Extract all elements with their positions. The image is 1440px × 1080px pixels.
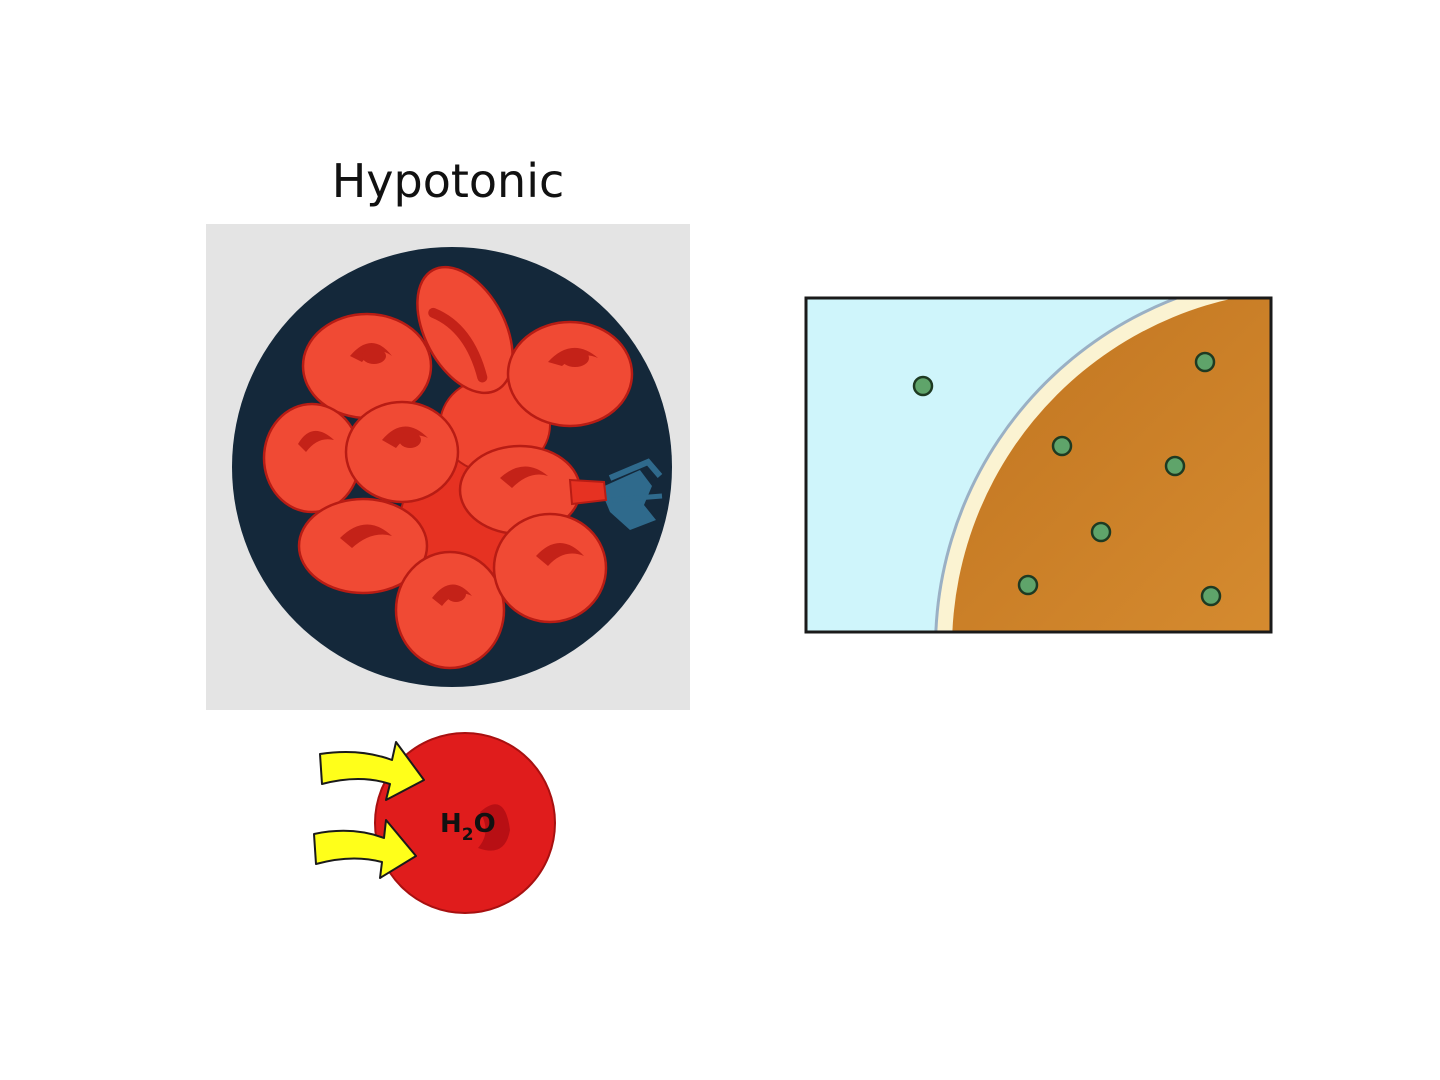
particle-icon xyxy=(912,375,934,397)
red-blood-cell-icon xyxy=(416,265,514,395)
water-label: H2O xyxy=(440,809,496,845)
closeup-frame xyxy=(804,296,1273,634)
hypotonic-title: Hypotonic xyxy=(331,154,565,208)
cell-dimple xyxy=(478,804,510,851)
particle-icon xyxy=(1200,585,1222,607)
lysing-red-blood-cell xyxy=(458,444,663,536)
membrane-closeup-panel xyxy=(804,296,1273,634)
cell-interior xyxy=(952,298,1271,632)
arrow-icon xyxy=(319,741,425,801)
red-blood-cell-icon xyxy=(344,400,460,504)
water-uptake-illustration: H2O xyxy=(313,732,556,914)
red-blood-cell-icon xyxy=(394,550,506,670)
hypotonic-solution-panel xyxy=(206,224,690,710)
red-blood-cell-icon xyxy=(492,512,608,624)
red-blood-cell-icon xyxy=(297,497,429,595)
particle-icon xyxy=(1194,351,1216,373)
particle-icon xyxy=(1090,521,1112,543)
arrow-icon xyxy=(313,819,417,879)
red-blood-cell-icon xyxy=(262,402,362,514)
red-blood-cell-icon xyxy=(506,320,634,428)
red-blood-cell-icon xyxy=(301,312,433,420)
particle-icon xyxy=(1051,435,1073,457)
solute-particles xyxy=(912,351,1222,607)
particle-icon xyxy=(1017,574,1039,596)
particle-icon xyxy=(1164,455,1186,477)
red-blood-cell-cluster xyxy=(262,265,663,670)
